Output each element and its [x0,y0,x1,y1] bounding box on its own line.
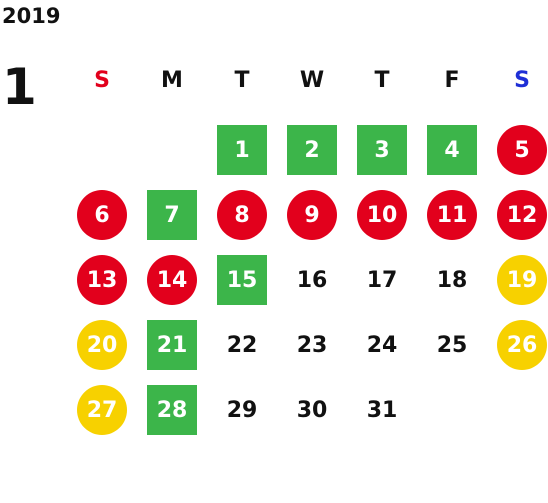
day-cell: 27 [77,385,127,435]
day-cell: 4 [427,125,477,175]
day-cell: 10 [357,190,407,240]
day-cell: 17 [366,267,398,293]
day-cell: 26 [497,320,547,370]
day-cell: 28 [147,385,197,435]
day-cell: 31 [366,397,398,423]
day-cell: 21 [147,320,197,370]
day-cell: 15 [217,255,267,305]
day-cell: 24 [366,332,398,358]
day-cell: 20 [77,320,127,370]
weekday-label: T [374,68,390,93]
day-cell: 6 [77,190,127,240]
day-cell: 23 [296,332,328,358]
year-label: 2019 [2,4,61,28]
weekday-label: T [234,68,250,93]
day-cell: 30 [296,397,328,423]
day-cell: 19 [497,255,547,305]
weekday-label: F [444,68,460,93]
day-cell: 5 [497,125,547,175]
day-cell: 29 [226,397,258,423]
day-cell: 1 [217,125,267,175]
day-cell: 12 [497,190,547,240]
weekday-label: M [161,68,183,93]
weekday-label: W [299,68,325,93]
weekday-label: S [514,68,530,93]
day-cell: 16 [296,267,328,293]
day-cell: 14 [147,255,197,305]
day-cell: 2 [287,125,337,175]
day-cell: 22 [226,332,258,358]
day-cell: 25 [436,332,468,358]
weekday-label: S [94,68,110,93]
day-cell: 8 [217,190,267,240]
day-cell: 11 [427,190,477,240]
month-number: 1 [2,58,37,116]
day-cell: 13 [77,255,127,305]
day-cell: 9 [287,190,337,240]
day-cell: 7 [147,190,197,240]
day-cell: 18 [436,267,468,293]
day-cell: 3 [357,125,407,175]
